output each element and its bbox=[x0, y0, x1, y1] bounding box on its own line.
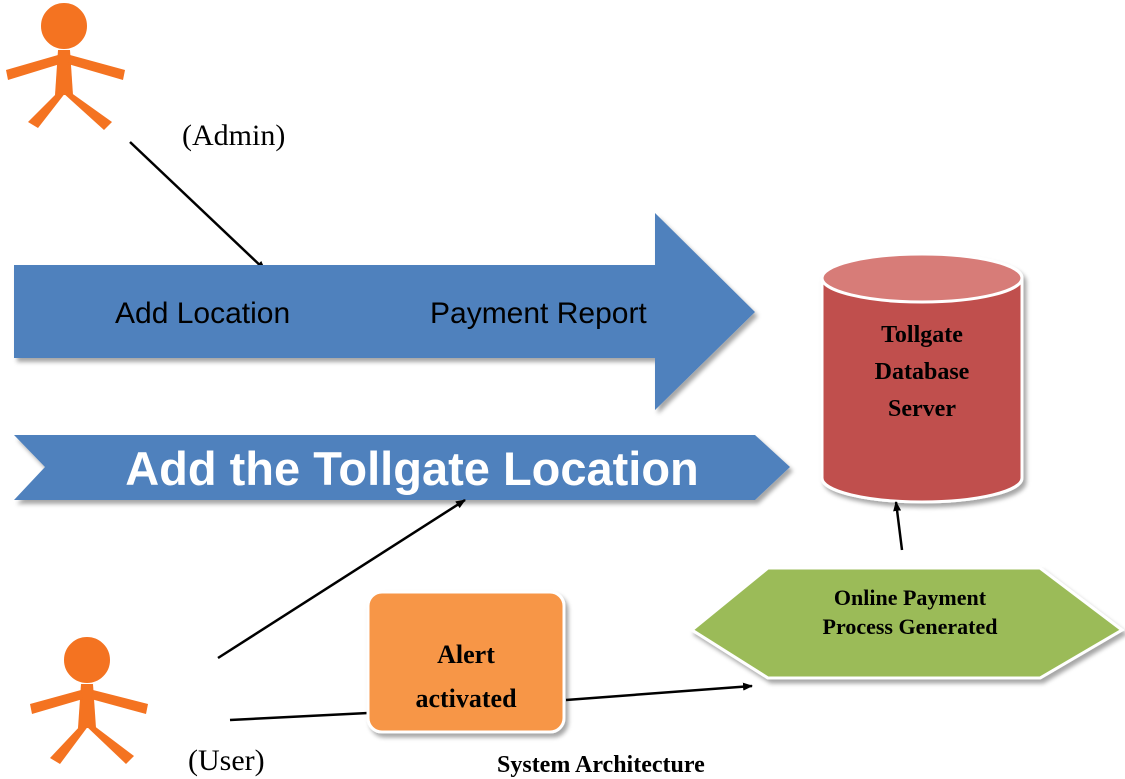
alert-label-line1: Alert bbox=[437, 640, 495, 669]
user-actor-icon bbox=[30, 635, 148, 764]
online-payment-process-hexagon bbox=[689, 566, 1125, 680]
alert-to-payment-line bbox=[565, 682, 753, 702]
admin-actor-icon bbox=[6, 1, 125, 130]
add-tollgate-location-banner bbox=[14, 435, 790, 500]
payment-label-line1: Online Payment bbox=[834, 585, 987, 610]
admin-label: (Admin) bbox=[182, 119, 285, 152]
payment-label-line2: Process Generated bbox=[823, 614, 998, 639]
database-label-line2: Database bbox=[875, 359, 970, 385]
database-label-line3: Server bbox=[888, 396, 956, 422]
diagram-caption: System Architecture bbox=[497, 752, 705, 778]
admin-functions-arrow bbox=[14, 213, 755, 410]
database-label-line1: Tollgate bbox=[881, 322, 963, 348]
tollgate-database-server-cylinder bbox=[820, 252, 1024, 504]
admin-connector-line bbox=[129, 141, 266, 271]
payment-to-database-line bbox=[893, 501, 904, 551]
add-location-label: Add Location bbox=[115, 297, 290, 330]
payment-report-label: Payment Report bbox=[430, 297, 647, 330]
alert-label-line2: activated bbox=[415, 684, 517, 713]
alert-activated-box bbox=[366, 590, 566, 734]
user-label: (User) bbox=[188, 744, 265, 777]
user-to-alert-line bbox=[229, 711, 369, 722]
banner-label: Add the Tollgate Location bbox=[125, 442, 699, 495]
user-to-banner-line bbox=[217, 498, 466, 660]
